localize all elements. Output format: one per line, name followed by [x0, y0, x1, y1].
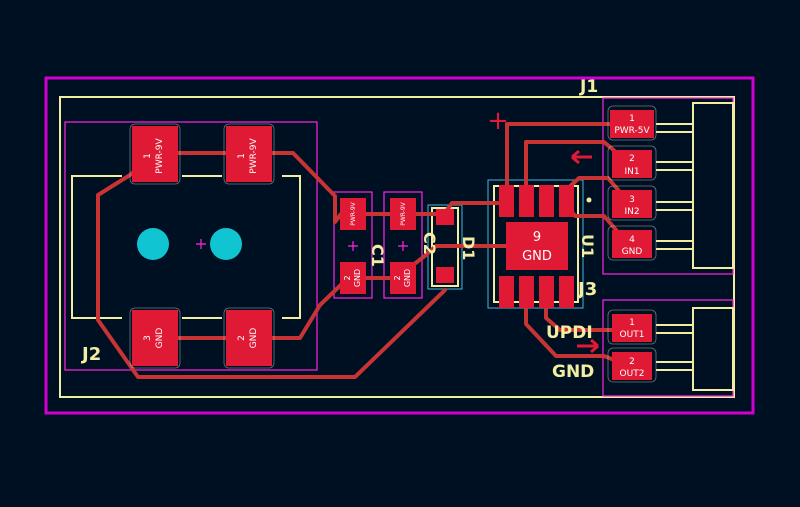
j2-courtyard: [64, 121, 318, 371]
svg-text:2: 2: [629, 357, 635, 367]
svg-text:2: 2: [629, 154, 635, 164]
svg-text:3: 3: [629, 195, 635, 205]
c1-pad-2: 2 GND: [340, 262, 366, 294]
svg-text:OUT1: OUT1: [620, 330, 645, 340]
j2-pad-3: 3 GND: [129, 307, 181, 369]
c2-courtyard: [383, 191, 423, 299]
c2-polarity-mark: [398, 241, 408, 251]
svg-text:PWR-9V: PWR-9V: [350, 201, 357, 225]
svg-text:1: 1: [143, 153, 153, 159]
u1-pin1-dot: [586, 197, 592, 203]
j2-pad-1b: 1 PWR-9V: [223, 123, 275, 185]
svg-text:2: 2: [343, 275, 352, 280]
j1-pins-silk: [656, 123, 693, 250]
svg-text:GND: GND: [622, 247, 643, 257]
j1-pad-2: 2 IN1: [607, 145, 657, 181]
d1-pad-2: [436, 267, 454, 283]
label-plus: +: [487, 106, 509, 136]
svg-text:OUT2: OUT2: [620, 369, 645, 379]
ref-d1: D1: [459, 236, 478, 260]
svg-text:2: 2: [393, 275, 402, 280]
j2-mounting-hole-left: [137, 228, 169, 260]
svg-text:1: 1: [237, 153, 247, 159]
svg-text:9: 9: [533, 230, 541, 245]
arrow-left-icon: [571, 149, 592, 165]
j1-pad-4: 4 GND: [607, 225, 657, 261]
svg-text:3: 3: [143, 335, 153, 341]
ref-j1: J1: [579, 77, 598, 97]
c1-pad-1: PWR-9V: [340, 198, 366, 230]
svg-text:1: 1: [629, 318, 635, 328]
svg-text:GND: GND: [522, 249, 552, 264]
u1-pins-bottom: [499, 276, 574, 308]
j3-body-silk: [692, 307, 734, 391]
svg-text:IN1: IN1: [624, 167, 639, 177]
svg-text:GND: GND: [353, 269, 362, 287]
j2-mounting-hole-right: [210, 228, 242, 260]
svg-text:GND: GND: [249, 328, 259, 349]
board-edge: [44, 76, 755, 415]
ref-c1: C1: [368, 244, 387, 267]
ref-j3: J3: [576, 279, 597, 300]
svg-text:PWR-9V: PWR-9V: [249, 137, 259, 173]
j2-silk-outline: [71, 175, 301, 319]
j3-pins-silk: [656, 324, 693, 371]
j3-pad-2: 2 OUT2: [607, 347, 657, 383]
u1-pad-9: 9 GND: [506, 222, 568, 270]
svg-text:PWR-9V: PWR-9V: [400, 201, 407, 225]
j3-pad-1: 1 OUT1: [607, 309, 657, 345]
d1-pad-1: [436, 209, 454, 225]
label-updi: UPDI: [546, 323, 593, 343]
j1-body-silk: [692, 102, 734, 269]
svg-text:PWR-9V: PWR-9V: [155, 137, 165, 173]
ref-u1: U1: [578, 234, 597, 258]
c1-polarity-mark: [348, 241, 358, 251]
j2-pad-2: 2 GND: [223, 307, 275, 369]
j1-pad-3: 3 IN2: [607, 185, 657, 221]
c1-courtyard: [333, 191, 373, 299]
j2-pad-1a: 1 PWR-9V: [129, 123, 181, 185]
svg-text:GND: GND: [155, 328, 165, 349]
c2-pad-2: 2 GND: [390, 262, 416, 294]
svg-text:1: 1: [629, 114, 635, 124]
u1-pins-top: [499, 185, 574, 217]
ref-j2: J2: [80, 344, 101, 365]
j2-center-mark: [196, 239, 206, 249]
j1-pad-1: 1 PWR-5V: [607, 105, 657, 141]
ref-c2: C2: [420, 232, 439, 255]
c2-pad-1: PWR-9V: [390, 198, 416, 230]
svg-text:PWR-5V: PWR-5V: [614, 126, 650, 136]
svg-text:IN2: IN2: [624, 207, 639, 217]
svg-text:GND: GND: [403, 269, 412, 287]
svg-text:4: 4: [629, 235, 635, 245]
arrow-right-icon: [577, 338, 599, 354]
label-gnd: GND: [552, 362, 594, 382]
svg-text:2: 2: [237, 335, 247, 341]
